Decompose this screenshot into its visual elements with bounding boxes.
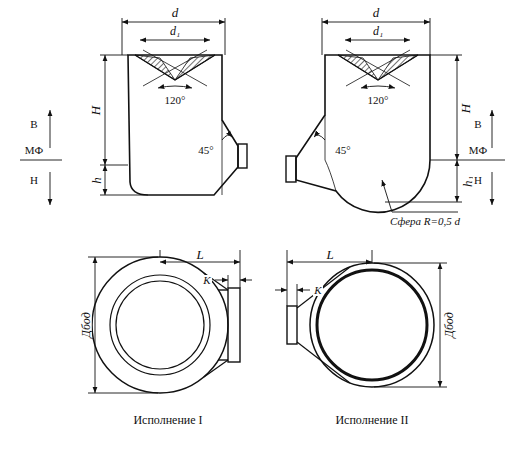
angle-label: 120° xyxy=(164,95,187,106)
dimension-label: Дбод xyxy=(443,311,455,338)
direction-label: Н xyxy=(29,175,39,186)
dimension-label: d xyxy=(171,6,180,19)
dimension-label: H xyxy=(459,102,472,113)
reference-label: МФ xyxy=(24,145,44,156)
body-view-1 xyxy=(128,50,247,195)
dimensions-2 xyxy=(322,18,505,212)
angle-label: 45° xyxy=(197,145,214,156)
dimension-label: d₁ xyxy=(169,25,181,37)
dimension-label: L xyxy=(325,248,334,261)
dimension-label: h xyxy=(90,176,103,185)
plan-view-1 xyxy=(92,257,240,393)
plan-dimensions-2 xyxy=(275,250,447,387)
angle-label: 120° xyxy=(367,95,390,106)
dimension-label: Дбод xyxy=(80,311,92,338)
dimension-label: d xyxy=(372,6,381,19)
plan-view-2 xyxy=(287,263,434,387)
direction-label: В xyxy=(29,119,38,130)
dimensions-1 xyxy=(20,18,225,205)
dimension-label: H xyxy=(89,104,102,115)
dimension-label: d₁ xyxy=(372,25,384,37)
direction-label: Н xyxy=(473,175,483,186)
dimension-label: K xyxy=(202,275,211,286)
plan-dimensions-1 xyxy=(88,250,252,393)
angle-label: 45° xyxy=(334,145,351,156)
direction-label: В xyxy=(473,119,482,130)
caption-label: Исполнение I xyxy=(132,414,203,426)
caption-label: Исполнение II xyxy=(334,414,409,426)
reference-label: МФ xyxy=(468,145,488,156)
note-label: Сфера R=0,5 d xyxy=(389,216,461,227)
body-view-2 xyxy=(286,50,430,212)
dimension-label: K xyxy=(313,285,322,296)
dimension-label: L xyxy=(195,248,204,261)
